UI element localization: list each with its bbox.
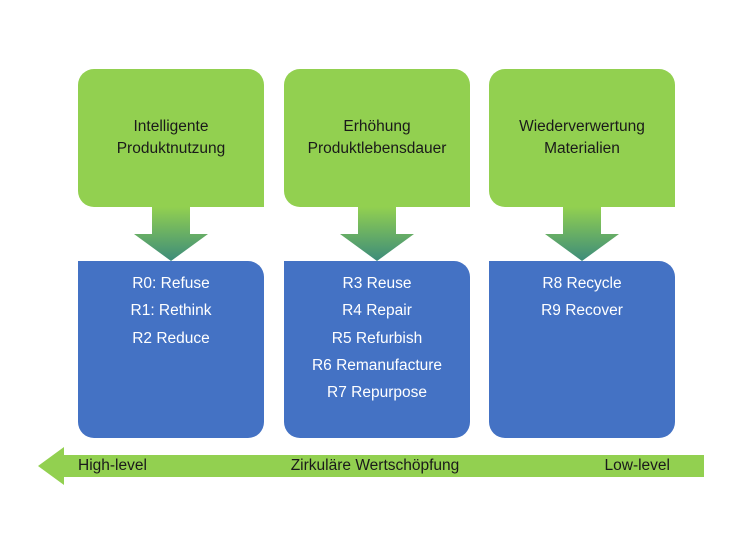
down-arrow-icon — [134, 207, 208, 261]
strategies-box-2: R3 Reuse R4 Repair R5 Refurbish R6 Reman… — [284, 261, 470, 438]
category-title-line-2: Materialien — [544, 140, 620, 157]
strategy-item: R3 Reuse — [342, 275, 412, 292]
strategy-item: R0: Refuse — [132, 275, 210, 292]
category-box-2: Erhöhung Produktlebensdauer — [284, 69, 470, 207]
category-title-line-2: Produktnutzung — [116, 140, 226, 157]
strategies-box-3: R8 Recycle R9 Recover — [489, 261, 675, 438]
strategy-item: R2 Reduce — [132, 329, 210, 347]
left-arrow-icon — [38, 447, 704, 485]
high-level-label: High-level — [78, 457, 147, 474]
category-title-line-2: Produktlebensdauer — [307, 140, 447, 157]
strategy-item: R1: Rethink — [130, 302, 212, 320]
category-title-line-1: Wiederverwertung — [519, 118, 645, 135]
strategy-item: R5 Refurbish — [331, 329, 423, 347]
strategy-item: R9 Recover — [541, 302, 623, 320]
strategy-item: R8 Recycle — [542, 275, 622, 292]
low-level-label: Low-level — [604, 457, 670, 474]
strategies-box-1: R0: Refuse R1: Rethink R2 Reduce — [78, 261, 264, 438]
circular-value-label: Zirkuläre Wertschöpfung — [290, 457, 460, 474]
category-title-line-1: Intelligente — [133, 118, 209, 135]
category-title-line-1: Erhöhung — [343, 118, 411, 135]
down-arrow-icon — [545, 207, 619, 261]
strategy-item: R6 Remanufacture — [311, 356, 443, 374]
down-arrow-icon — [340, 207, 414, 261]
category-box-3: Wiederverwertung Materialien — [489, 69, 675, 207]
category-box-1: Intelligente Produktnutzung — [78, 69, 264, 207]
strategy-item: R4 Repair — [342, 302, 412, 320]
strategy-item: R7 Repurpose — [327, 384, 427, 402]
